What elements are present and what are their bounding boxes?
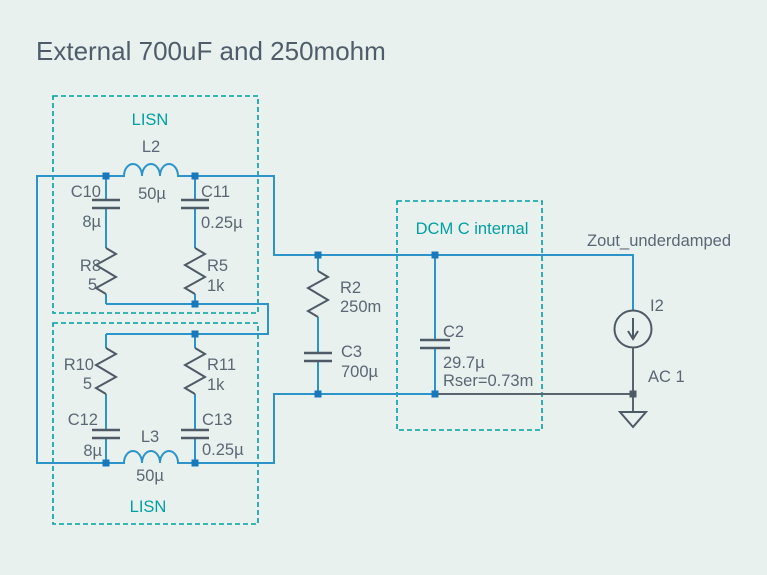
label-R11-value: 1k — [207, 376, 225, 394]
wire-left-loop — [36, 175, 106, 464]
wire-top-rail — [195, 175, 634, 311]
junction-node — [191, 330, 199, 338]
junction-node-ground — [629, 390, 637, 398]
resistor-zigzag — [305, 270, 331, 318]
capacitor-plates — [92, 198, 120, 210]
label-R10-value: 5 — [83, 375, 92, 393]
junction-node — [102, 172, 110, 180]
label-R2-value: 250m — [340, 298, 381, 316]
label-C2-value: 29.7µ — [443, 354, 485, 372]
dcm-box — [396, 200, 543, 431]
label-I2-ac: AC 1 — [648, 368, 685, 386]
inductor-L2: L2 50µ — [106, 138, 195, 203]
label-L2-value: 50µ — [138, 185, 166, 203]
label-C3-value: 700µ — [341, 363, 379, 381]
capacitor-C13: C13 0.25µ — [181, 411, 244, 459]
resistor-R2: R2 250m — [305, 270, 381, 318]
inductor-coil — [106, 163, 195, 177]
dcm-box-label: DCM C internal — [416, 220, 529, 238]
junction-node — [191, 459, 199, 467]
current-source-arrowhead — [627, 330, 639, 341]
lisn-bottom-label: LISN — [130, 498, 167, 516]
junction-node — [191, 300, 199, 308]
label-C12-name: C12 — [68, 411, 98, 429]
label-R8-name: R8 — [80, 257, 101, 275]
label-C13-name: C13 — [202, 411, 232, 429]
resistor-R11: R11 1k — [182, 347, 236, 395]
current-source-circle — [613, 309, 653, 349]
resistor-R5: R5 1k — [182, 247, 228, 295]
ground-icon — [617, 411, 649, 429]
resistor-zigzag — [182, 247, 208, 295]
label-C11-name: C11 — [201, 183, 230, 201]
label-C3-name: C3 — [341, 343, 362, 361]
capacitor-plates — [92, 428, 120, 440]
label-R5-value: 1k — [207, 277, 225, 295]
label-C11-value: 0.25µ — [201, 214, 243, 232]
label-R5-name: R5 — [207, 257, 228, 275]
label-R10-name: R10 — [64, 356, 94, 374]
wire-lisn-mid-link — [106, 303, 269, 335]
net-label-zout: Zout_underdamped — [587, 232, 731, 250]
capacitor-plates — [420, 338, 450, 350]
label-L3-name: L3 — [141, 428, 159, 446]
label-C2-rser: Rser=0.73m — [443, 372, 533, 390]
capacitor-C10: C10 8µ — [71, 183, 120, 231]
junction-node — [431, 390, 439, 398]
junction-nodes — [102, 172, 637, 467]
label-C2-name: C2 — [443, 323, 464, 341]
capacitor-plates — [181, 198, 209, 210]
junction-node — [314, 251, 322, 259]
label-R8-value: 5 — [88, 276, 97, 294]
resistor-zigzag — [93, 347, 119, 395]
label-L2-name: L2 — [142, 138, 160, 156]
lisn-top-box — [52, 95, 259, 314]
junction-node — [191, 172, 199, 180]
label-L3-value: 50µ — [136, 467, 164, 485]
inductor-L3: L3 50µ — [106, 428, 195, 485]
label-C10-name: C10 — [71, 183, 101, 201]
junction-node — [102, 459, 110, 467]
schematic-title: External 700uF and 250mohm — [36, 36, 386, 66]
label-C10-value: 8µ — [82, 213, 101, 231]
wire-bottom-rail-blue — [195, 393, 435, 464]
resistor-zigzag — [182, 347, 208, 395]
lisn-bottom-box — [52, 322, 259, 525]
label-R2-name: R2 — [340, 279, 361, 297]
inductor-coil — [106, 450, 195, 464]
current-source-I2: I2 AC 1 — [613, 297, 685, 386]
label-I2-name: I2 — [650, 297, 664, 315]
label-C12-value: 8µ — [83, 442, 102, 460]
junction-node — [314, 390, 322, 398]
capacitor-C3: C3 700µ — [304, 343, 379, 381]
label-R11-name: R11 — [207, 356, 236, 374]
capacitor-plates — [304, 351, 332, 363]
label-C13-value: 0.25µ — [202, 441, 244, 459]
resistor-zigzag — [93, 247, 119, 295]
capacitor-C12: C12 8µ — [68, 411, 120, 460]
capacitor-plates — [181, 428, 209, 440]
capacitor-C2: C2 29.7µ Rser=0.73m — [420, 323, 533, 390]
capacitor-C11: C11 0.25µ — [181, 183, 243, 232]
resistor-R10: R10 5 — [64, 347, 119, 395]
resistor-R8: R8 5 — [80, 247, 119, 295]
lisn-top-label: LISN — [132, 111, 169, 129]
junction-node — [431, 251, 439, 259]
